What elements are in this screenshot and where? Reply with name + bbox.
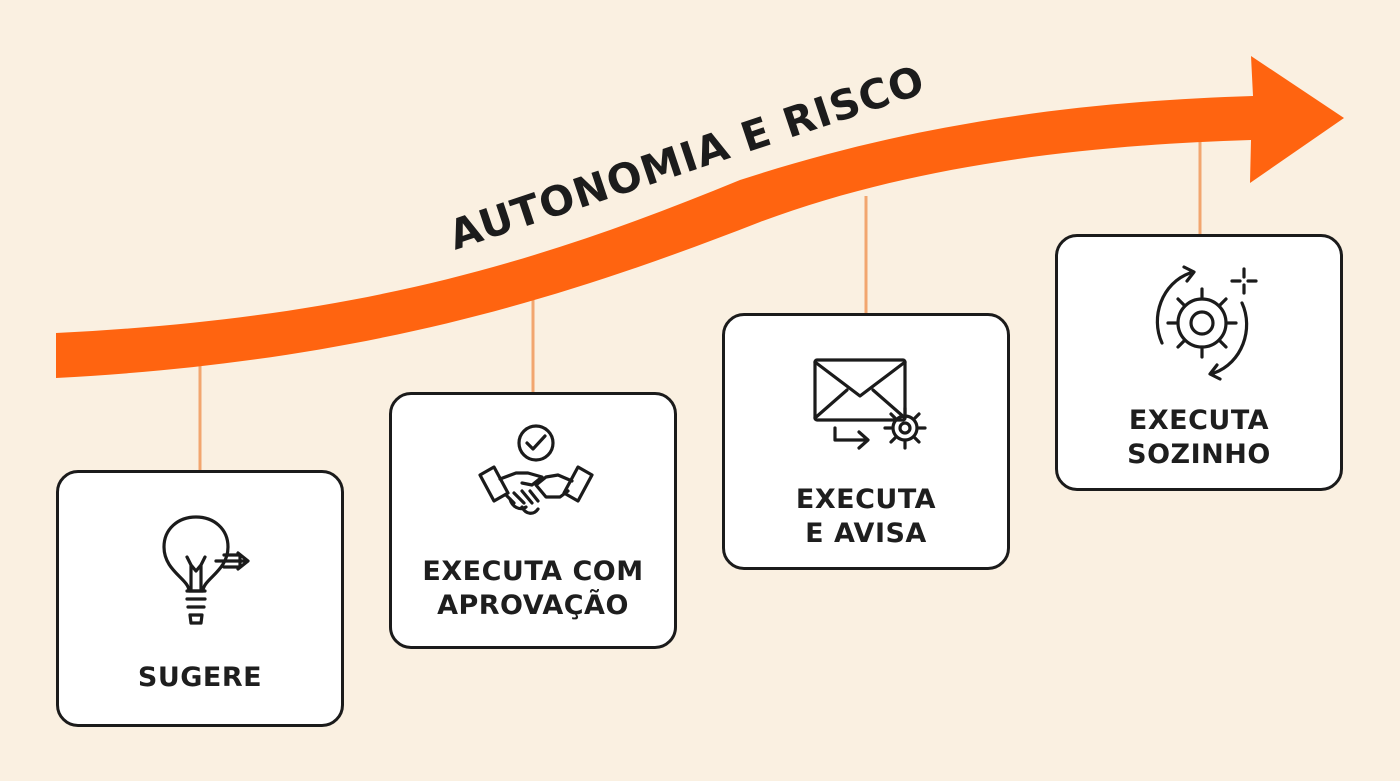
autonomy-arrow — [56, 56, 1344, 378]
level-label-executa-com-aprovacao: EXECUTA COM APROVAÇÃO — [422, 556, 644, 621]
level-card-sugere: SUGERE — [56, 470, 344, 727]
level-label-executa-e-avisa: EXECUTA E AVISA — [795, 484, 937, 549]
gear-cycle-icon — [1155, 265, 1258, 381]
lightbulb-arrow-icon — [162, 515, 250, 625]
level-card-executa-sozinho: EXECUTA SOZINHO — [1055, 234, 1343, 491]
level-card-executa-e-avisa: EXECUTA E AVISA — [722, 313, 1010, 570]
level-label-executa-sozinho: EXECUTA SOZINHO — [1127, 405, 1271, 470]
level-label-sugere: SUGERE — [137, 662, 263, 693]
level-card-executa-com-aprovacao: EXECUTA COM APROVAÇÃO — [389, 392, 677, 649]
envelope-gear-icon — [813, 358, 927, 450]
handshake-check-icon — [478, 424, 594, 515]
